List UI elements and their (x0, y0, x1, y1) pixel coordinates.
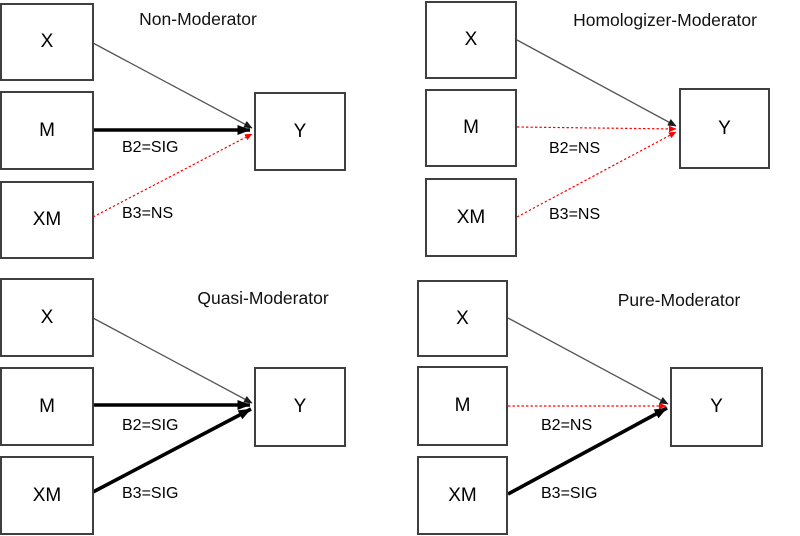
node-box-x: X (0, 3, 94, 81)
diagram-title: Non-Moderator (139, 9, 257, 29)
node-box-y: Y (254, 367, 346, 447)
node-label: X (40, 31, 54, 52)
edge-x-y (92, 42, 253, 129)
node-box-x: X (425, 1, 517, 79)
node-label: XM (456, 206, 486, 228)
node-box-x: X (417, 280, 508, 357)
edge-label-b3: B3=SIG (122, 485, 179, 502)
edge-x-y (507, 317, 669, 405)
node-box-m: M (0, 91, 94, 170)
node-label: XM (32, 484, 62, 506)
edge-label-b3: B3=NS (549, 206, 601, 223)
node-label: M (39, 119, 55, 141)
edges-quasi-moderator (92, 317, 253, 494)
node-label: M (39, 395, 55, 417)
node-box-xm: XM (417, 456, 508, 535)
node-box-m: M (417, 366, 508, 446)
node-box-xm: XM (425, 178, 517, 257)
edge-xm-y (92, 133, 253, 218)
edge-label-b2: B2=NS (549, 140, 601, 157)
node-label: Y (293, 120, 307, 142)
node-label: X (40, 306, 54, 328)
node-box-y: Y (670, 367, 763, 447)
node-box-m: M (425, 89, 517, 167)
node-label: XM (448, 484, 477, 506)
node-box-x: X (0, 278, 94, 357)
edge-m-y (516, 125, 677, 133)
edges-non-moderator (92, 42, 253, 218)
node-box-y: Y (679, 88, 770, 169)
edge-label-b3: B3=NS (122, 205, 174, 222)
edge-label-b2: B2=SIG (122, 417, 179, 434)
node-label: XM (32, 209, 62, 230)
edge-xm-y (507, 406, 668, 496)
node-box-xm: XM (0, 181, 94, 259)
edges-pure-moderator (507, 317, 669, 496)
node-label: M (454, 395, 471, 416)
edge-xm-y (92, 407, 252, 494)
node-label: Y (710, 396, 723, 417)
diagram-title: Pure-Moderator (617, 290, 741, 310)
diagram-title: Homologizer-Moderator (573, 10, 757, 30)
node-label: X (464, 29, 478, 50)
edge-label-b2: B2=NS (541, 417, 593, 434)
node-box-xm: XM (0, 456, 94, 535)
node-label: M (463, 117, 479, 138)
edge-label-b2: B2=SIG (122, 139, 179, 156)
node-label: Y (718, 117, 731, 139)
node-box-m: M (0, 367, 94, 446)
diagram-title: Quasi-Moderator (197, 288, 329, 308)
edges-homologizer-moderator (516, 39, 677, 218)
node-label: Y (293, 396, 307, 417)
node-box-y: Y (254, 92, 346, 171)
node-label: X (456, 307, 469, 329)
edge-x-y (92, 317, 253, 404)
edge-label-b3: B3=SIG (541, 485, 598, 502)
edge-xm-y (516, 131, 677, 218)
edge-x-y (516, 39, 677, 127)
